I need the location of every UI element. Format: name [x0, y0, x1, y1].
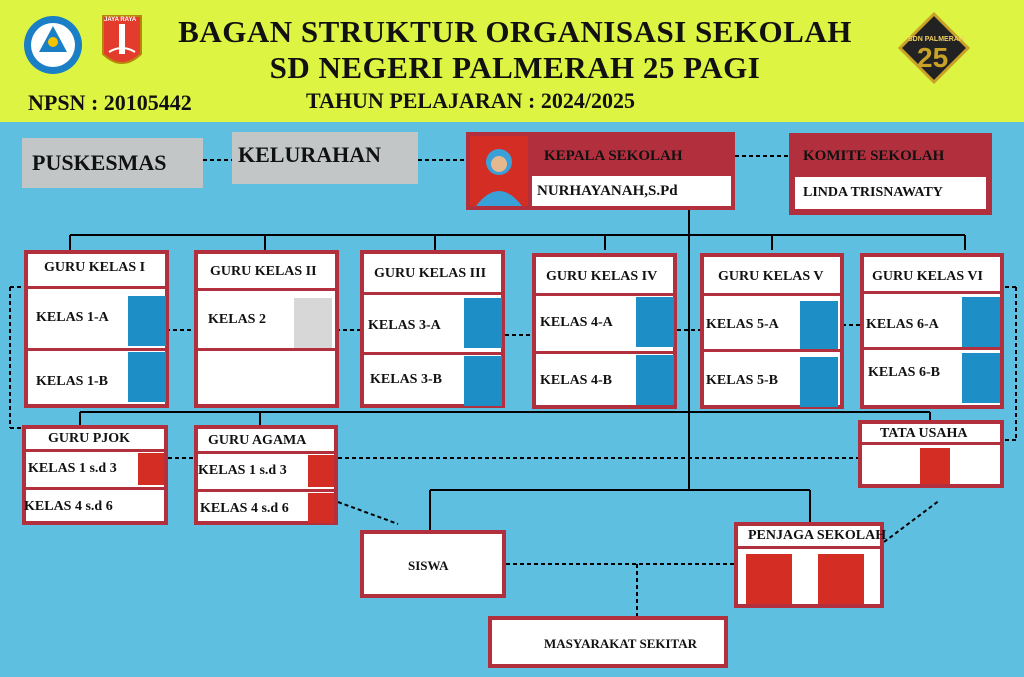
npsn-label: NPSN : 20105442 [28, 90, 192, 115]
row-divider [28, 286, 165, 289]
teacher-photo [128, 296, 166, 346]
kelas-5b-label: KELAS 5-B [706, 373, 778, 388]
agama-kelas-1-3-label: KELAS 1 s.d 3 [198, 463, 287, 478]
anniversary-logo-number: 25 [917, 42, 949, 73]
guru-pjok-box: GURU PJOK KELAS 1 s.d 3 KELAS 4 s.d 6 [22, 425, 168, 525]
row-divider [536, 351, 673, 354]
kelas-5a-label: KELAS 5-A [706, 317, 779, 332]
penjaga-sekolah-title: PENJAGA SEKOLAH [748, 528, 887, 543]
kelas-2-label: KELAS 2 [208, 312, 266, 327]
header-banner: JAYA RAYA BAGAN STRUKTUR ORGANISASI SEKO… [0, 0, 1024, 122]
staff-photo [920, 448, 950, 484]
kelurahan-label: KELURAHAN [238, 142, 382, 167]
tata-usaha-box: TATA USAHA [858, 420, 1004, 488]
siswa-title: SISWA [408, 558, 449, 573]
pjok-kelas-4-6-label: KELAS 4 s.d 6 [24, 499, 113, 514]
guru-kelas-5-title: GURU KELAS V [718, 269, 824, 284]
tata-usaha-title: TATA USAHA [880, 426, 968, 441]
kepala-title: KEPALA SEKOLAH [544, 148, 683, 164]
teacher-photo [294, 298, 332, 348]
kelas-3a-label: KELAS 3-A [368, 318, 441, 333]
kelas-4a-label: KELAS 4-A [540, 315, 613, 330]
row-divider [198, 489, 334, 492]
kelas-6a-label: KELAS 6-A [866, 317, 939, 332]
pjok-kelas-1-3-label: KELAS 1 s.d 3 [28, 461, 117, 476]
kelas-1a-label: KELAS 1-A [36, 310, 109, 325]
kepala-photo [470, 136, 528, 206]
guru-kelas-6-title: GURU KELAS VI [872, 269, 983, 284]
teacher-photo [962, 353, 1000, 403]
komite-title: KOMITE SEKOLAH [803, 148, 945, 164]
staff-photo [746, 554, 792, 604]
guru-kelas-1-title: GURU KELAS I [44, 260, 146, 275]
row-divider [26, 487, 164, 490]
teacher-photo [800, 357, 838, 407]
siswa-box: SISWA [360, 530, 506, 598]
guru-kelas-2-box: GURU KELAS II KELAS 2 [194, 250, 339, 408]
teacher-photo [308, 493, 334, 523]
penjaga-sekolah-box: PENJAGA SEKOLAH [734, 522, 887, 608]
agama-kelas-4-6-label: KELAS 4 s.d 6 [200, 501, 289, 516]
tut-wuri-handayani-logo [24, 16, 82, 74]
guru-kelas-5-box: GURU KELAS V KELAS 5-A KELAS 5-B [700, 253, 844, 409]
teacher-photo [128, 352, 166, 402]
row-divider [864, 347, 1000, 350]
kepala-sekolah-box: KEPALA SEKOLAH NURHAYANAH,S.Pd [466, 132, 735, 210]
guru-kelas-6-box: GURU KELAS VI KELAS 6-A KELAS 6-B [860, 253, 1004, 409]
guru-kelas-4-title: GURU KELAS IV [546, 269, 658, 284]
row-divider [364, 292, 501, 295]
row-divider [862, 442, 1000, 445]
jaya-raya-logo: JAYA RAYA [101, 14, 143, 72]
anniversary-logo-text: SDN PALMERAH [908, 36, 964, 43]
row-divider [738, 546, 880, 549]
teacher-photo [636, 355, 674, 405]
kelas-4b-label: KELAS 4-B [540, 373, 612, 388]
guru-kelas-3-box: GURU KELAS III KELAS 3-A KELAS 3-B [360, 250, 505, 408]
kelas-3b-label: KELAS 3-B [370, 372, 442, 387]
puskesmas-label: PUSKESMAS [32, 150, 167, 175]
row-divider [198, 288, 335, 291]
jaya-raya-logo-text: JAYA RAYA [104, 17, 137, 23]
kepala-name-box: NURHAYANAH,S.Pd [532, 176, 731, 206]
guru-kelas-1-box: GURU KELAS I KELAS 1-A KELAS 1-B [24, 250, 169, 408]
teacher-photo [464, 356, 502, 406]
teacher-photo [308, 455, 334, 487]
komite-sekolah-box: KOMITE SEKOLAH LINDA TRISNAWATY [789, 133, 992, 215]
puskesmas-box: PUSKESMAS [22, 138, 203, 188]
guru-pjok-title: GURU PJOK [48, 431, 131, 446]
row-divider [864, 291, 1000, 294]
teacher-photo [138, 453, 164, 485]
staff-photo [818, 554, 864, 604]
tahun-pelajaran-label: TAHUN PELAJARAN : 2024/2025 [306, 88, 635, 113]
komite-name: LINDA TRISNAWATY [803, 185, 943, 200]
kelas-6b-label: KELAS 6-B [868, 365, 940, 380]
teacher-photo [962, 297, 1000, 347]
row-divider [26, 449, 164, 452]
teacher-photo [636, 297, 674, 347]
row-divider [704, 349, 840, 352]
row-divider [198, 348, 335, 351]
masyarakat-sekitar-box: MASYARAKAT SEKITAR [488, 616, 728, 668]
masyarakat-sekitar-title: MASYARAKAT SEKITAR [544, 636, 698, 651]
row-divider [536, 293, 673, 296]
kelas-1b-label: KELAS 1-B [36, 374, 108, 389]
row-divider [198, 451, 334, 454]
guru-kelas-4-box: GURU KELAS IV KELAS 4-A KELAS 4-B [532, 253, 677, 409]
kepala-name: NURHAYANAH,S.Pd [537, 183, 678, 199]
row-divider [364, 352, 501, 355]
komite-name-box: LINDA TRISNAWATY [795, 177, 986, 209]
guru-agama-title: GURU AGAMA [208, 433, 307, 448]
row-divider [704, 293, 840, 296]
guru-agama-box: GURU AGAMA KELAS 1 s.d 3 KELAS 4 s.d 6 [194, 425, 338, 525]
school-name: SD NEGERI PALMERAH 25 PAGI [269, 50, 761, 85]
teacher-photo [800, 301, 838, 351]
page-title: BAGAN STRUKTUR ORGANISASI SEKOLAH [178, 14, 852, 49]
kelurahan-box: KELURAHAN [232, 132, 418, 184]
teacher-photo [464, 298, 502, 348]
anniversary-logo: SDN PALMERAH 25 [897, 11, 971, 85]
guru-kelas-3-title: GURU KELAS III [374, 266, 487, 281]
guru-kelas-2-title: GURU KELAS II [210, 264, 317, 279]
row-divider [28, 348, 165, 351]
